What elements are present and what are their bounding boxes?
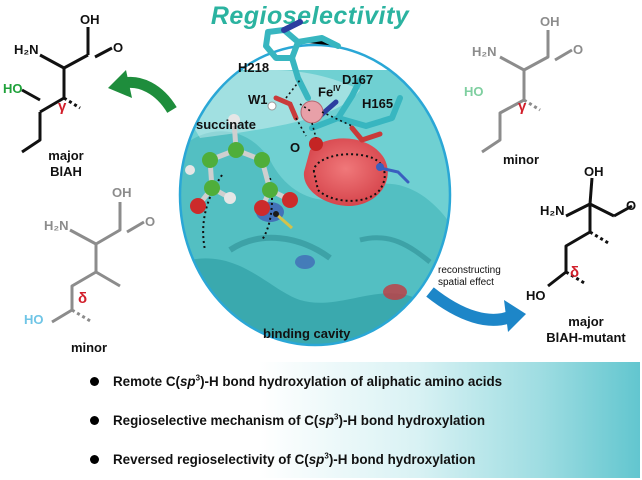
cavity-dotted-mid [261,177,273,241]
bullet-item-2: Regioselective mechanism of C(sp3)-H bon… [90,413,485,428]
ml-ho: HO [24,312,44,327]
molecule-minor-delta [51,202,145,324]
substrate-tail [378,166,410,184]
water-w1-stick [273,95,299,121]
ml-o: O [145,214,156,229]
tl-o: O [113,40,124,55]
tr-o: O [573,42,584,57]
bullet-dot [90,377,99,387]
succinate-molecule [185,114,298,230]
label-oxo: O [290,140,301,155]
mr-ho: HO [526,288,546,303]
ml-caption: minor [70,340,108,355]
ml-nh2: H₂N [44,218,69,233]
label-h218: H218 [238,60,270,75]
coordination-lines [285,79,353,139]
label-h165: H165 [362,96,394,111]
oxo-oxygen [309,137,323,151]
tl-ho: HO [3,81,23,96]
arrow-to-mutant [426,287,515,326]
cavity-dotted-left [202,174,223,251]
bullet-dot [90,455,99,465]
cavity-dotted-outline [312,153,386,202]
mr-delta: δ [570,264,580,281]
tr-gamma: γ [518,98,527,115]
tl-nh2: H₂N [14,42,39,57]
pocket-outline [178,43,452,347]
label-fe: FeIV [318,84,341,100]
mr-nh2: H₂N [540,203,565,218]
label-succinate: succinate [196,117,256,132]
bullet-item-3: Reversed regioselectivity of C(sp3)-H bo… [90,452,475,467]
molecule-major-blah [21,27,113,154]
label-d167: D167 [342,72,374,87]
tr-caption: minor [502,152,540,167]
tr-nh2: H₂N [472,44,497,59]
ml-oh: OH [112,185,132,200]
tl-gamma: γ [58,98,67,115]
tl-oh: OH [80,12,100,27]
bullet-dot [90,416,99,426]
bullet-item-1: Remote C(sp3)-H bond hydroxylation of al… [90,374,502,389]
mr-oh: OH [584,164,604,179]
molecule-minor-gamma [481,30,573,154]
tr-ho: HO [464,84,484,99]
figure-title: Regioselectivity [210,2,410,30]
tr-oh: OH [540,14,560,29]
residue-sticks [263,19,403,143]
mr-o: O [626,198,637,213]
label-binding-cavity: binding cavity [263,326,351,341]
molecule-major-mutant [547,177,633,288]
water-hydrogen [267,101,277,111]
ml-delta: δ [78,290,88,307]
label-w1: W1 [248,92,268,107]
summary-banner [80,362,640,478]
fe-atom [300,100,324,124]
